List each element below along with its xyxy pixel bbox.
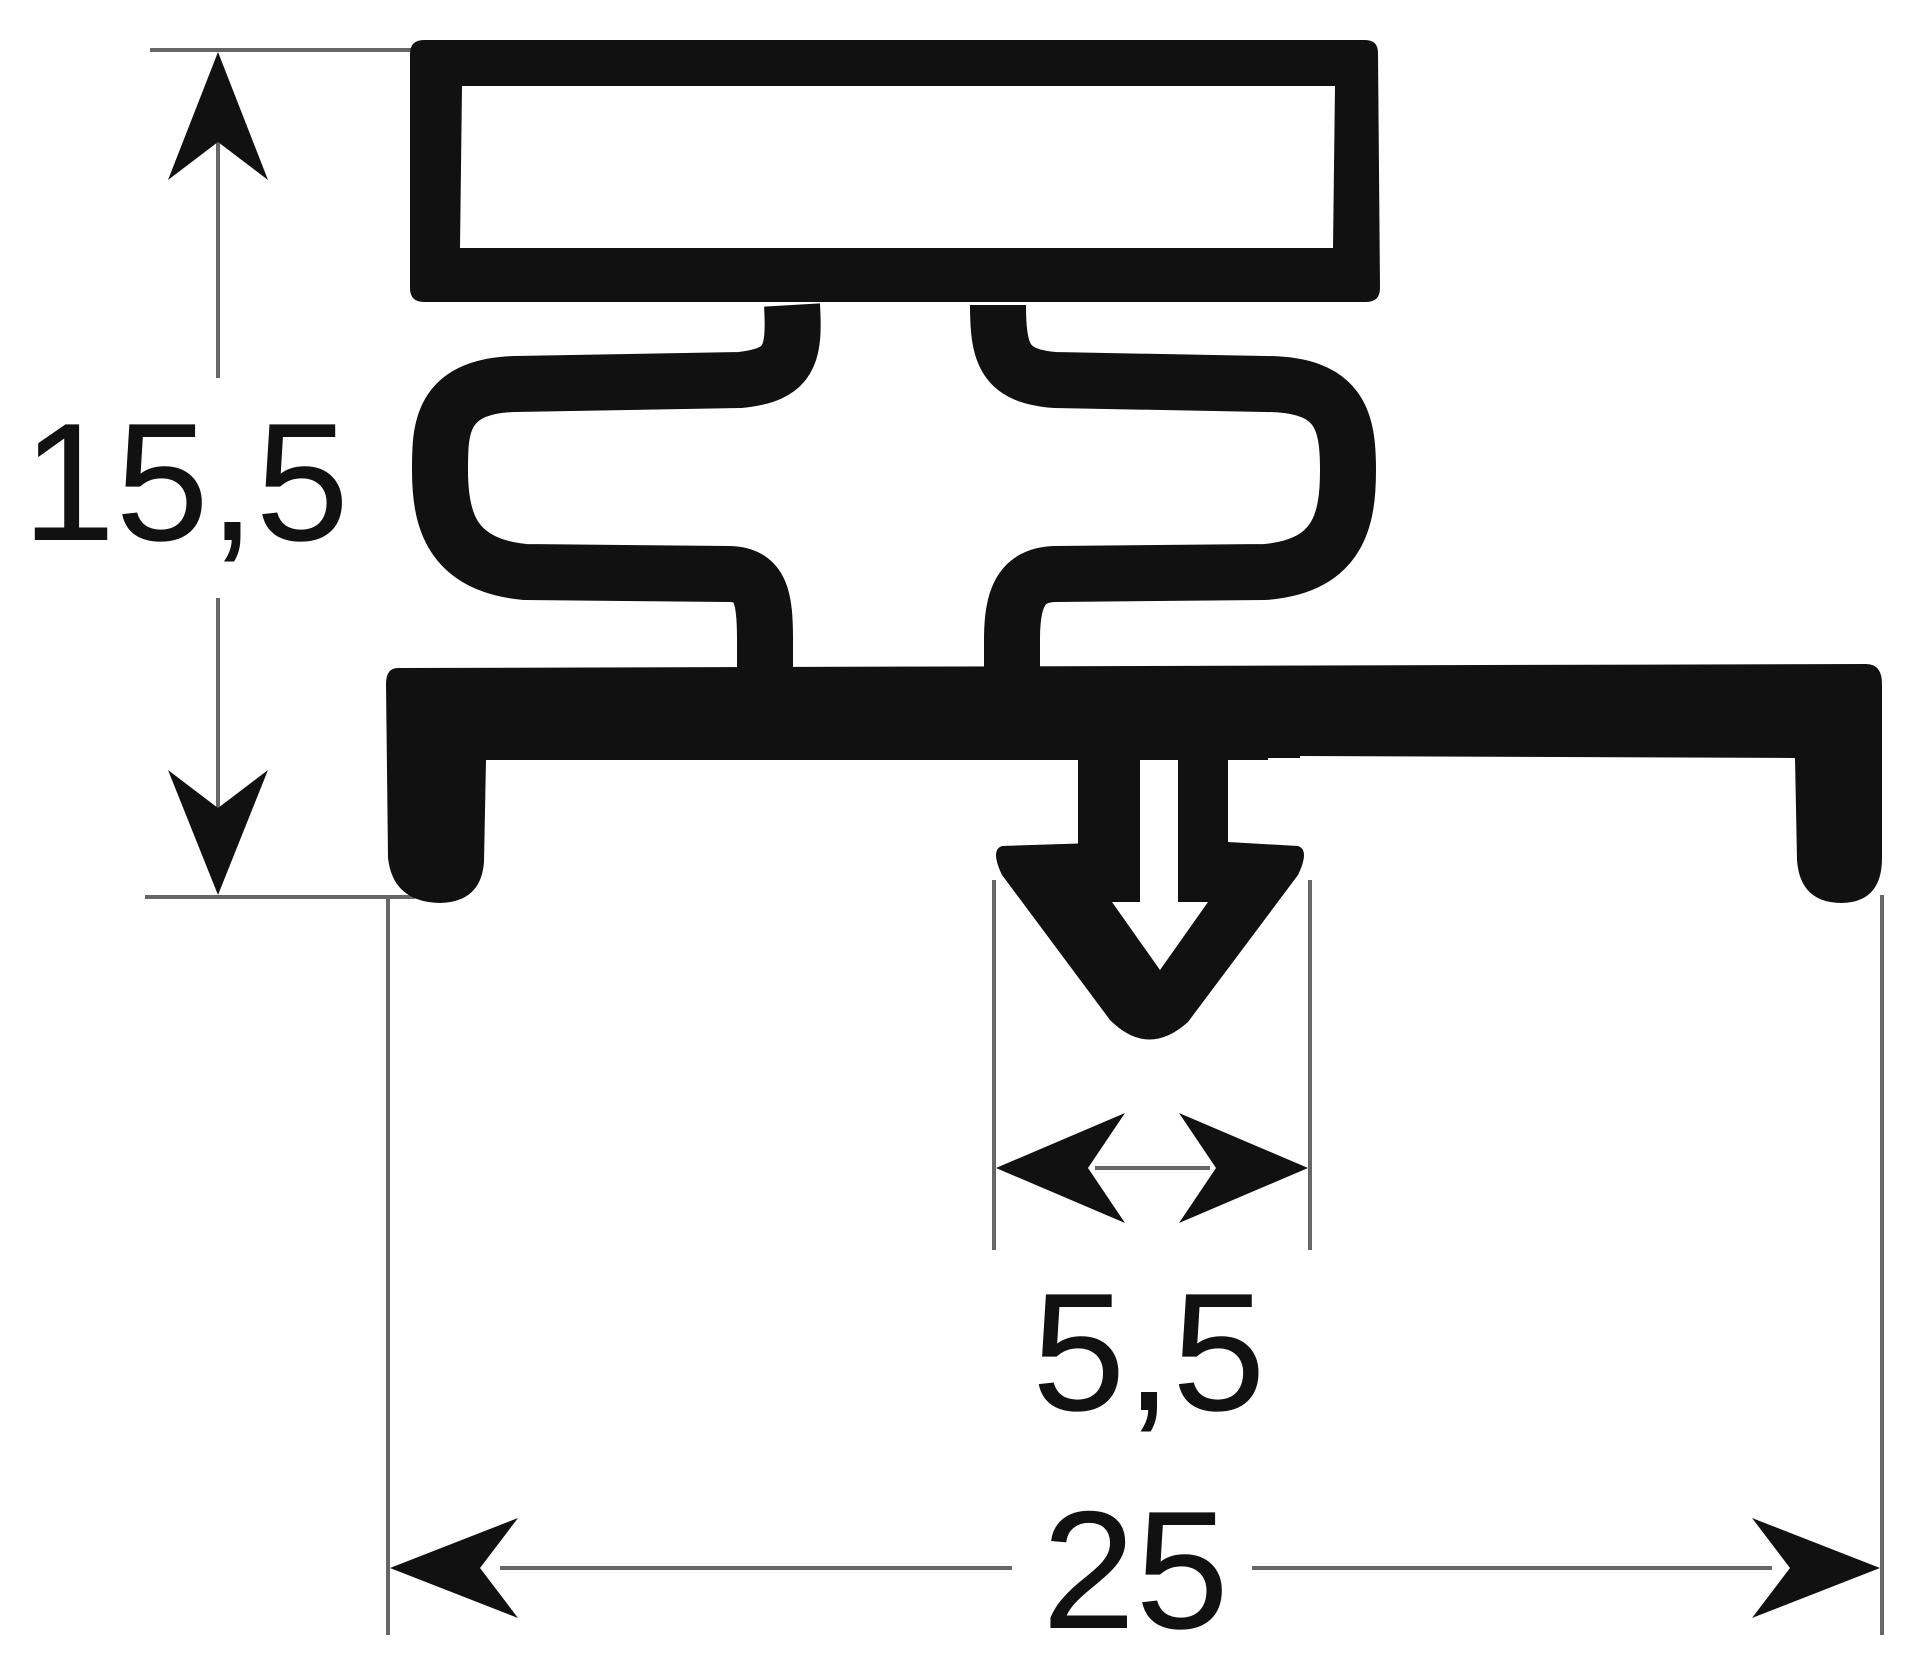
arrow-right-icon <box>1752 1518 1880 1618</box>
arrow-up-icon <box>168 52 268 180</box>
clip-stem-left <box>1078 750 1126 850</box>
total-width-dimension-label: 25 <box>1042 1476 1229 1664</box>
arrow-right-small-icon <box>1179 1113 1308 1223</box>
magnet-chamber <box>410 40 1380 302</box>
clip-stem-right <box>1178 750 1228 850</box>
arrow-left-small-icon <box>996 1113 1125 1223</box>
base-flange <box>386 664 1882 903</box>
bellows <box>412 303 1376 672</box>
arrow-down-icon <box>168 770 268 895</box>
arrow-left-icon <box>390 1518 518 1618</box>
clip-foot <box>996 750 1304 1040</box>
arrowheads <box>168 52 1880 1618</box>
height-dimension-label: 15,5 <box>22 388 349 576</box>
dimension-lines <box>145 48 1884 1635</box>
foot-width-dimension-label: 5,5 <box>1032 1258 1266 1446</box>
gasket-profile <box>386 40 1882 1040</box>
